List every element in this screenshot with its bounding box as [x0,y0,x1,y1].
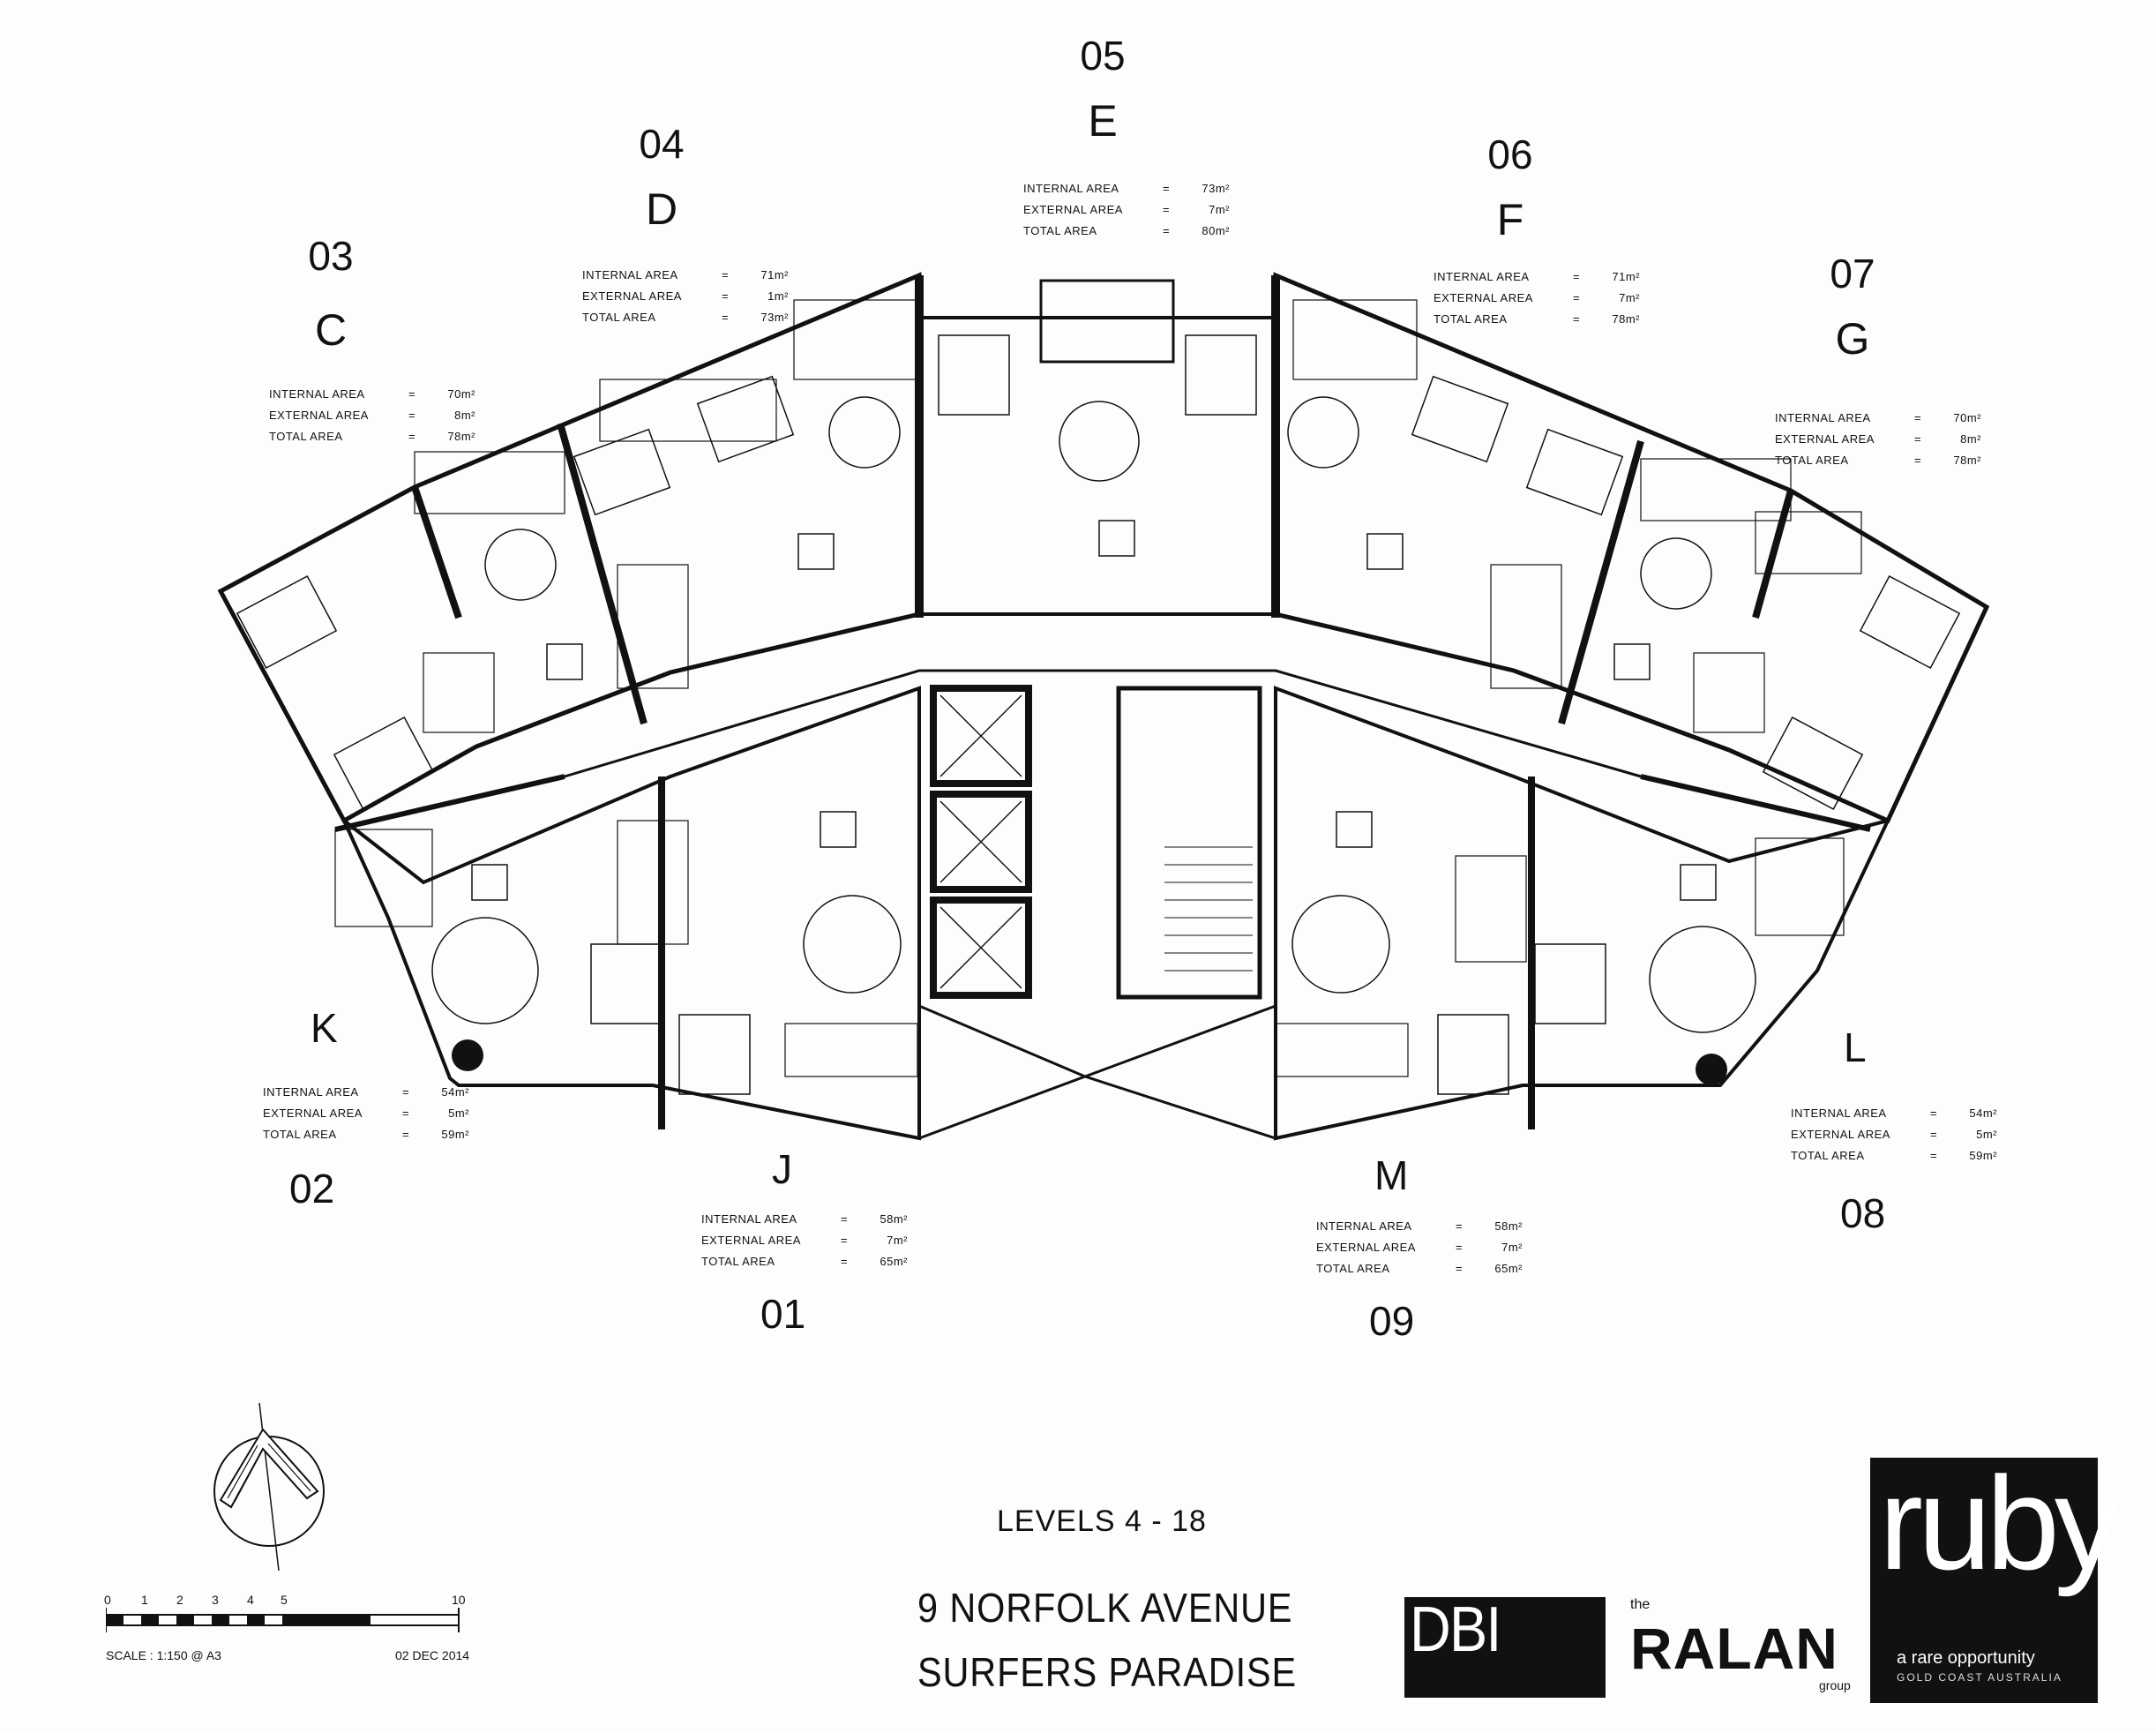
unit-g-letter: G [1835,313,1870,364]
unit-j-areas: INTERNAL AREA=58m² EXTERNAL AREA=7m² TOT… [701,1212,908,1268]
unit-f-areas: INTERNAL AREA=71m² EXTERNAL AREA=7m² TOT… [1434,270,1640,326]
scale-tick-0: 0 [104,1593,111,1607]
ruby-logo [1870,1458,2098,1703]
unit-e-balcony [1039,279,1175,364]
unit-g-areas: INTERNAL AREA=70m² EXTERNAL AREA=8m² TOT… [1775,411,1981,467]
address-line-2: SURFERS PARADISE [917,1649,1298,1695]
stair-core [1116,686,1262,1000]
ruby-logo-text: ruby [1879,1449,2121,1597]
unit-c-areas: INTERNAL AREA=70m² EXTERNAL AREA=8m² TOT… [269,387,475,443]
unit-g-label: 07 G [1791,251,1914,365]
address-line-1: 9 NORFOLK AVENUE [917,1585,1293,1631]
scale-tick-3: 3 [212,1593,219,1607]
ruby-tagline: a rare opportunity [1897,1648,2035,1668]
levels-label: LEVELS 4 - 18 [997,1504,1207,1538]
unit-e-label: 05 E [1041,34,1164,147]
unit-k-letter: K [311,1005,338,1051]
column-left [452,1039,483,1071]
unit-l-number: 08 [1840,1190,1886,1236]
unit-l-areas: INTERNAL AREA=54m² EXTERNAL AREA=5m² TOT… [1791,1107,1997,1162]
unit-j-letter: J [772,1146,792,1192]
unit-d-number: 04 [639,121,685,167]
unit-f-letter: F [1496,194,1524,244]
unit-e-number: 05 [1080,33,1126,79]
unit-c-letter: C [314,304,348,355]
unit-e-letter: E [1088,95,1118,146]
left-wing-shell [217,272,922,824]
unit-c-number: 03 [308,233,354,279]
scale-tick-4: 4 [247,1593,254,1607]
lift-shaft-3 [930,897,1032,999]
right-lower-shell [1274,686,1891,1141]
unit-d-letter: D [645,184,678,234]
lift-shaft-1 [930,685,1032,787]
dbi-logo-text: DBI [1410,1594,1501,1665]
dbi-logo [1404,1597,1606,1698]
north-arrow-icon [213,1402,325,1571]
unit-c-label: 03 C [269,234,393,356]
ruby-location: GOLD COAST AUSTRALIA [1897,1671,2062,1684]
unit-f-label: 06 F [1449,132,1572,246]
drawing-date: 02 DEC 2014 [395,1648,470,1662]
unit-j-number: 01 [760,1291,806,1337]
scale-tick-10: 10 [452,1593,466,1607]
lift-shaft-2 [930,791,1032,893]
scale-text: SCALE : 1:150 @ A3 [106,1648,221,1662]
ralan-logo: RALAN [1630,1616,1838,1681]
bottom-lobby [918,1003,1277,1141]
ralan-logo-prefix: the [1630,1597,1651,1612]
ralan-logo-suffix: group [1819,1678,1851,1692]
scale-bar [106,1608,460,1632]
unit-m-number: 09 [1369,1298,1415,1344]
scale-tick-5: 5 [281,1593,288,1607]
unit-l-letter: L [1844,1024,1867,1070]
unit-d-label: 04 D [600,122,723,236]
right-wing-shell [1273,272,1990,824]
scale-tick-1: 1 [141,1593,148,1607]
unit-m-letter: M [1374,1152,1409,1198]
unit-f-number: 06 [1487,131,1533,177]
corridor [564,669,1642,778]
scale-tick-2: 2 [176,1593,183,1607]
unit-k-number: 02 [289,1166,335,1212]
unit-k-areas: INTERNAL AREA=54m² EXTERNAL AREA=5m² TOT… [263,1085,469,1141]
unit-g-number: 07 [1830,251,1875,296]
unit-d-areas: INTERNAL AREA=71m² EXTERNAL AREA=1m² TOT… [582,268,789,324]
unit-e-areas: INTERNAL AREA=73m² EXTERNAL AREA=7m² TOT… [1023,182,1230,237]
unit-m-areas: INTERNAL AREA=58m² EXTERNAL AREA=7m² TOT… [1316,1219,1523,1275]
column-right [1696,1054,1727,1085]
